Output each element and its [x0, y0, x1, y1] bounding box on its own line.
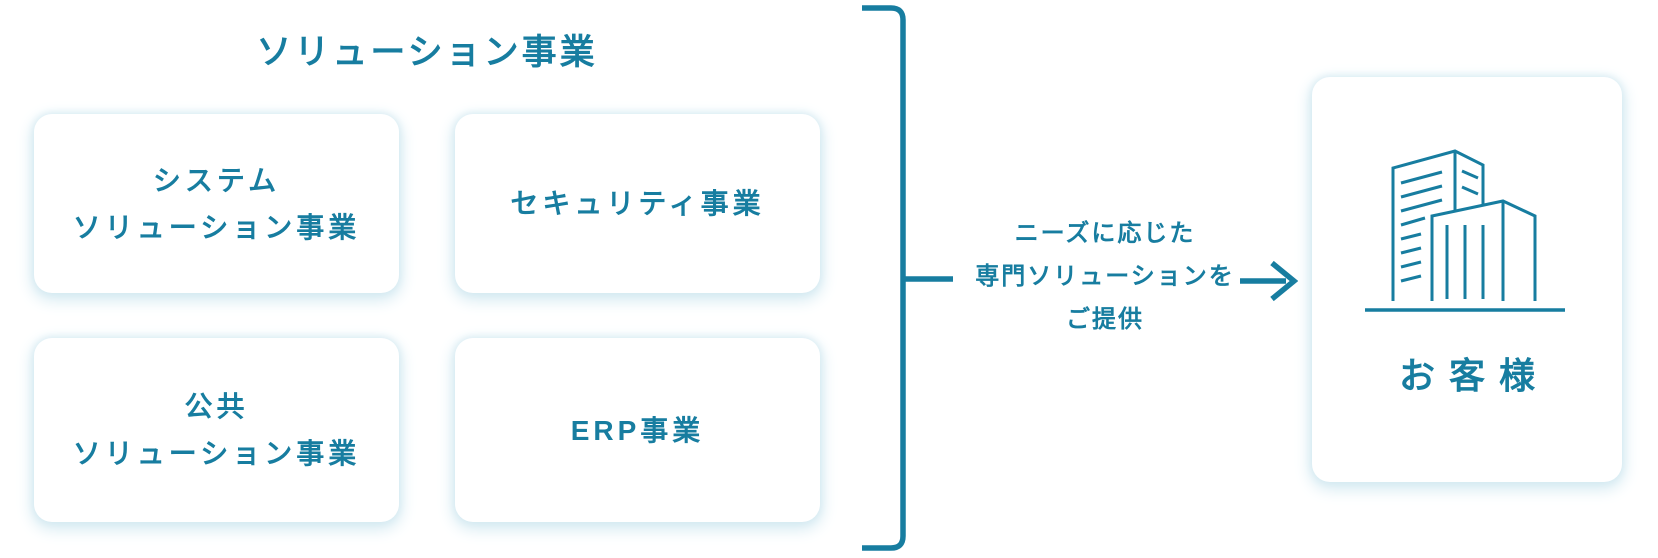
card-label-line: ERP事業: [570, 414, 705, 446]
flow-description: ニーズに応じた 専門ソリューションを ご提供: [955, 212, 1255, 341]
card-label-line: ソリューション事業: [72, 211, 361, 243]
right-arrow-icon: [1240, 260, 1298, 302]
card-erp: ERP事業: [455, 338, 820, 522]
card-public-solution: 公共 ソリューション事業: [34, 338, 399, 522]
group-bracket: [862, 5, 953, 551]
solutions-group-title: ソリューション事業: [256, 33, 598, 72]
office-building-icon: [1365, 148, 1565, 312]
solutions-cards-grid: システム ソリューション事業 セキュリティ事業 公共 ソリューション事業 ERP…: [34, 114, 820, 522]
card-label-line: 公共: [184, 391, 249, 422]
card-security: セキュリティ事業: [455, 114, 820, 293]
flow-description-line: ニーズに応じた: [1014, 220, 1196, 247]
flow-description-line: 専門ソリューションを: [975, 263, 1235, 290]
flow-description-line: ご提供: [1066, 306, 1144, 333]
card-label-line: セキュリティ事業: [510, 188, 765, 219]
card-label-line: ソリューション事業: [72, 438, 361, 469]
card-system-solution: システム ソリューション事業: [34, 114, 399, 293]
customer-card: お客様: [1312, 77, 1622, 482]
card-label-line: システム: [152, 164, 281, 196]
customer-label: お客様: [1398, 354, 1549, 396]
